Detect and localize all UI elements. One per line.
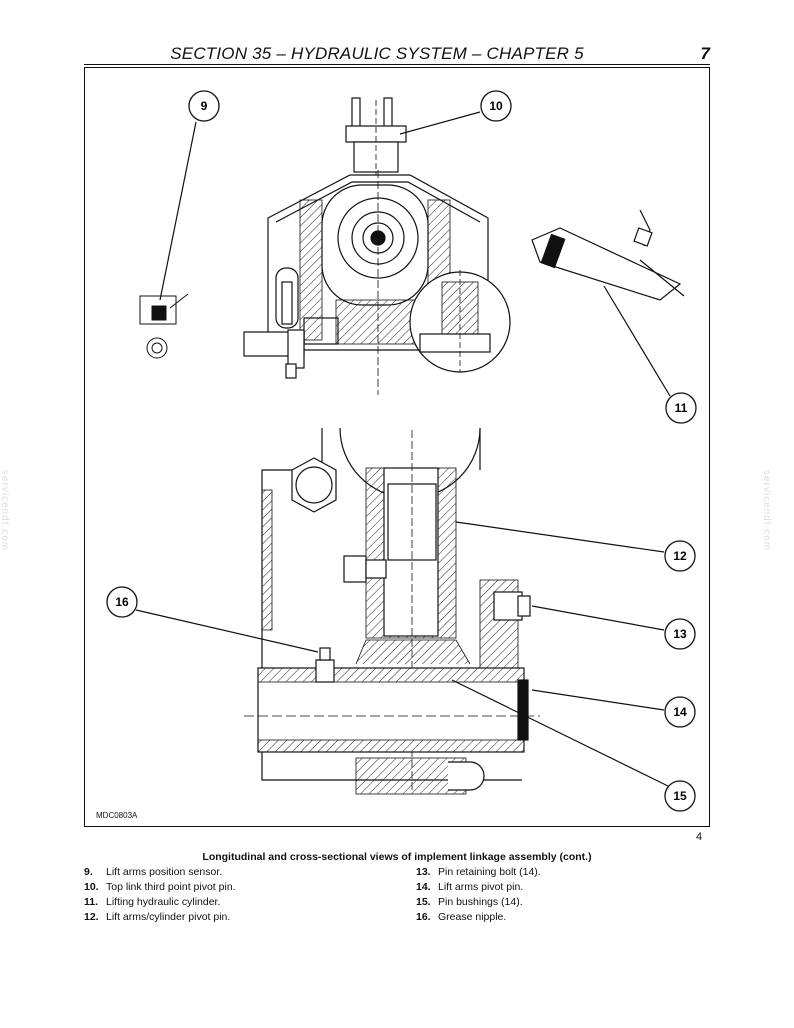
callout-10: 10 [399, 90, 512, 135]
legend-item-15: 15.Pin bushings (14). [416, 896, 523, 908]
lower-assembly [244, 427, 540, 795]
callout-10-label: 10 [489, 99, 503, 113]
callout-12-label: 12 [673, 549, 687, 563]
legend-item-13: 13.Pin retaining bolt (14). [416, 866, 541, 878]
hydraulic-cylinder-sketch [531, 209, 685, 301]
callout-14-label: 14 [673, 705, 687, 719]
legend-item-11: 11.Lifting hydraulic cylinder. [84, 896, 221, 908]
callout-11-label: 11 [675, 401, 688, 415]
legend-right: 13.Pin retaining bolt (14). 14.Lift arms… [416, 865, 541, 925]
section-title: SECTION 35 – HYDRAULIC SYSTEM – CHAPTER … [170, 44, 584, 63]
legend-item-9: 9.Lift arms position sensor. [84, 866, 223, 878]
figure-code: MDC0803A [96, 811, 138, 820]
callout-12: 12 [455, 521, 696, 572]
figure-number: 4 [696, 831, 703, 843]
callout-13-label: 13 [673, 627, 687, 641]
page-header: SECTION 35 – HYDRAULIC SYSTEM – CHAPTER … [84, 44, 710, 64]
legend-item-14: 14.Lift arms pivot pin. [416, 881, 524, 893]
position-sensor-sketch [139, 293, 189, 359]
callout-13: 13 [531, 605, 696, 650]
callout-16: 16 [106, 586, 319, 653]
legend-item-16: 16.Grease nipple. [416, 911, 507, 923]
figure-frame [84, 67, 710, 827]
figure-caption: Longitudinal and cross-sectional views o… [202, 851, 592, 863]
header-rule [84, 64, 710, 65]
callout-11: 11 [603, 285, 697, 424]
page-number: 7 [700, 44, 710, 63]
callout-9-label: 9 [201, 99, 208, 113]
upper-assembly [243, 97, 511, 395]
watermark-left: serviceпdf.com [0, 470, 10, 552]
callout-9: 9 [159, 90, 220, 301]
callout-14: 14 [531, 689, 696, 728]
legend-left: 9.Lift arms position sensor. 10.Top link… [84, 865, 236, 925]
callout-15: 15 [451, 679, 696, 812]
callout-15-label: 15 [673, 789, 687, 803]
legend-item-12: 12.Lift arms/cylinder pivot pin. [84, 911, 231, 923]
watermark-right: serviceпdf.com [761, 470, 772, 552]
legend-item-10: 10.Top link third point pivot pin. [84, 881, 236, 893]
callout-16-label: 16 [115, 595, 129, 609]
